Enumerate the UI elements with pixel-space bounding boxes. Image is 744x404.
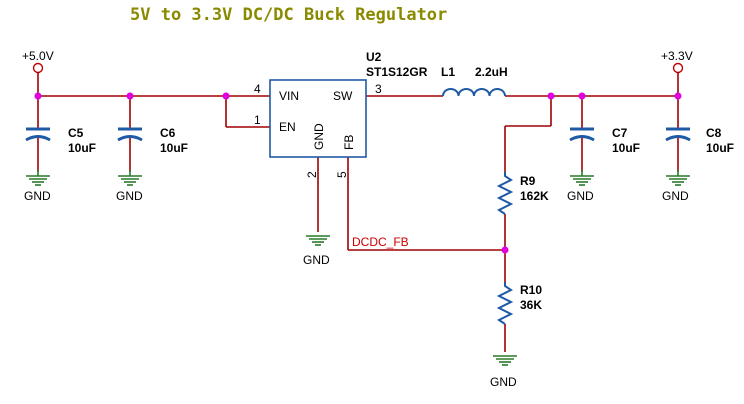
inductor-ref: L1 bbox=[441, 65, 455, 79]
net-label-dcdc-fb: DCDC_FB bbox=[352, 235, 409, 249]
ic-pin-gnd-name: GND bbox=[312, 123, 326, 150]
ic-pin-fb-name: FB bbox=[342, 135, 356, 150]
junction-dot bbox=[501, 246, 509, 254]
ic-pin-en-number: 1 bbox=[254, 113, 261, 127]
ground-symbol-r10: GND bbox=[490, 355, 517, 389]
ic-ref: U2 bbox=[366, 50, 382, 64]
ic-pin-vin-name: VIN bbox=[279, 89, 299, 103]
capacitor-c7: C7 10uF bbox=[569, 126, 640, 155]
resistor-r9: R9 162K bbox=[496, 172, 549, 215]
capacitor-ref: C8 bbox=[706, 126, 722, 140]
capacitor-ref: C6 bbox=[160, 126, 176, 140]
power-symbol-vout: +3.3V bbox=[661, 49, 693, 74]
resistor-value: 36K bbox=[520, 298, 542, 312]
junction-dot bbox=[222, 92, 230, 100]
inductor-l1: L1 2.2uH bbox=[441, 65, 508, 97]
ic-pin-sw-number: 3 bbox=[375, 82, 382, 96]
resistor-r10: R10 36K bbox=[496, 282, 542, 325]
diagram-title: 5V to 3.3V DC/DC Buck Regulator bbox=[130, 5, 447, 25]
resistor-value: 162K bbox=[520, 189, 549, 203]
capacitor-c8: C8 10uF bbox=[665, 126, 734, 155]
capacitor-value: 10uF bbox=[612, 141, 640, 155]
junction-dot bbox=[674, 92, 682, 100]
ground-label: GND bbox=[567, 189, 594, 203]
junction-dot bbox=[34, 92, 42, 100]
power-symbol-vin: +5.0V bbox=[22, 49, 54, 74]
capacitor-c6: C6 10uF bbox=[117, 126, 188, 155]
resistor-ref: R9 bbox=[520, 174, 536, 188]
junction-dot bbox=[126, 92, 134, 100]
ground-symbol-c5: GND bbox=[24, 170, 51, 203]
ground-label: GND bbox=[490, 375, 517, 389]
ground-label: GND bbox=[24, 189, 51, 203]
ground-label: GND bbox=[662, 189, 689, 203]
junction-dot bbox=[578, 92, 586, 100]
ground-symbol-c6: GND bbox=[116, 170, 143, 203]
ic-pin-vin-number: 4 bbox=[254, 82, 261, 96]
ground-symbol-ic: GND bbox=[303, 235, 330, 267]
power-label-vout: +3.3V bbox=[661, 49, 693, 63]
junction-dots bbox=[34, 92, 682, 254]
power-label-vin: +5.0V bbox=[22, 49, 54, 63]
ic-pin-gnd-number: 2 bbox=[305, 171, 319, 178]
capacitor-value: 10uF bbox=[706, 141, 734, 155]
junction-dot bbox=[547, 92, 555, 100]
capacitor-value: 10uF bbox=[160, 141, 188, 155]
ic-part-number: ST1S12GR bbox=[366, 65, 428, 79]
ic-u2: U2 ST1S12GR VIN EN SW GND FB 4 1 3 2 5 bbox=[254, 50, 428, 178]
resistor-ref: R10 bbox=[520, 283, 542, 297]
capacitor-value: 10uF bbox=[68, 141, 96, 155]
capacitor-c5: C5 10uF bbox=[25, 126, 96, 155]
capacitor-ref: C5 bbox=[68, 126, 84, 140]
ground-label: GND bbox=[303, 253, 330, 267]
ic-pin-en-name: EN bbox=[279, 120, 296, 134]
ground-label: GND bbox=[116, 189, 143, 203]
ic-pin-fb-number: 5 bbox=[335, 171, 349, 178]
ground-symbol-c8: GND bbox=[662, 170, 690, 203]
wires bbox=[37, 73, 679, 352]
inductor-value: 2.2uH bbox=[475, 65, 508, 79]
ic-pin-sw-name: SW bbox=[333, 89, 353, 103]
capacitor-ref: C7 bbox=[612, 126, 628, 140]
ground-symbol-c7: GND bbox=[567, 170, 594, 203]
